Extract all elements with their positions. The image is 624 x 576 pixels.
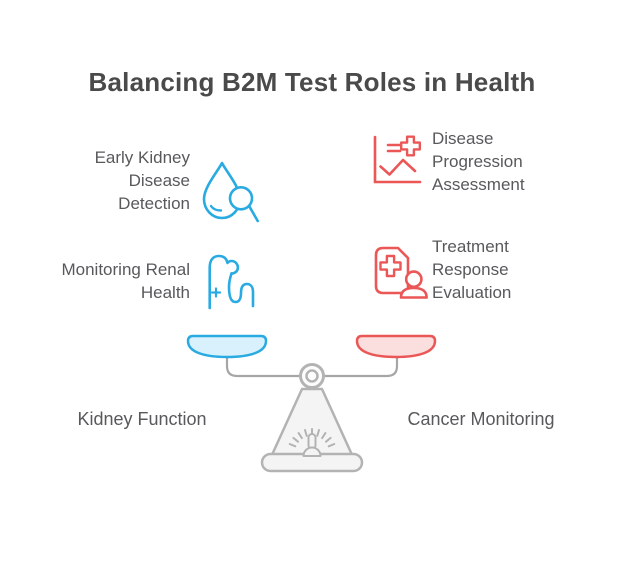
item-early-kidney-disease-detection: Early Kidney Disease Detection bbox=[94, 148, 190, 213]
kidney-icon bbox=[203, 252, 257, 319]
scale-gauge-dashes bbox=[288, 428, 336, 448]
item-monitoring-renal-health: Monitoring Renal Health bbox=[61, 260, 190, 302]
item-disease-progression-assessment: Disease Progression Assessment bbox=[432, 129, 525, 194]
water-drop-magnifier-icon bbox=[202, 160, 260, 231]
scale-right-pan bbox=[355, 334, 437, 359]
balance-scale-illustration bbox=[180, 332, 444, 479]
scale-gauge-dome bbox=[302, 446, 322, 457]
scale-left-pan bbox=[186, 334, 268, 359]
scale-pivot-inner bbox=[305, 369, 319, 383]
medical-record-person-icon bbox=[372, 244, 430, 307]
right-pan-label: Cancer Monitoring bbox=[407, 409, 555, 429]
item-treatment-response-evaluation: Treatment Response Evaluation bbox=[432, 237, 512, 302]
page-title: Balancing B2M Test Roles in Health bbox=[88, 67, 536, 98]
chart-medical-cross-icon bbox=[368, 131, 424, 192]
left-pan-label: Kidney Function bbox=[77, 409, 207, 429]
